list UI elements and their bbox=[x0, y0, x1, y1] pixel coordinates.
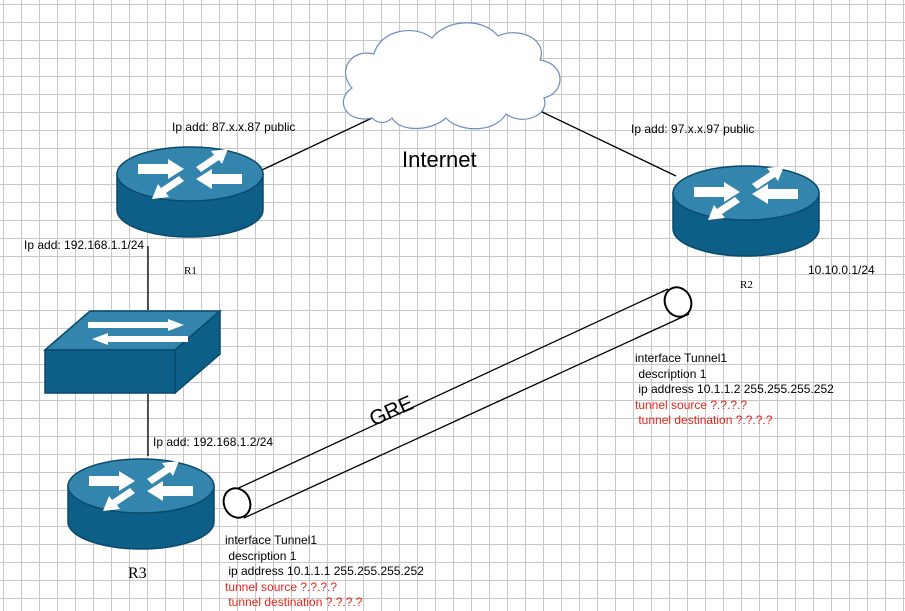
r3-config-line: description 1 bbox=[225, 548, 297, 563]
r2-config-line: ip address 10.1.1.2 255.255.255.252 bbox=[635, 382, 834, 396]
r3-config-line-destination: tunnel destination ?.?.?.? bbox=[225, 595, 363, 609]
r1-name-label: R1 bbox=[184, 265, 197, 277]
switch-icon bbox=[42, 309, 223, 395]
router-r1-icon bbox=[116, 146, 264, 238]
r1-lan-ip-label: Ip add: 192.168.1.1/24 bbox=[24, 238, 145, 252]
internet-label: Internet bbox=[402, 147, 477, 172]
r2-config-line: description 1 bbox=[635, 366, 707, 381]
tunnel-pipe-icon bbox=[222, 286, 693, 519]
r3-config-line: ip address 10.1.1.1 255.255.255.252 bbox=[225, 564, 424, 578]
r3-lan-ip-label: Ip add: 192.168.1.2/24 bbox=[153, 435, 274, 449]
r2-public-ip-label: Ip add: 97.x.x.97 public bbox=[631, 122, 755, 136]
cloud-icon bbox=[342, 22, 561, 130]
router-r2-icon bbox=[672, 165, 820, 257]
r2-lan-ip-label: 10.10.0.1/24 bbox=[808, 263, 875, 277]
r2-tunnel-config: interface Tunnel1 description 1 ip addre… bbox=[635, 351, 834, 429]
link-internet-r2 bbox=[537, 109, 677, 177]
r3-config-line-source: tunnel source ?.?.?.? bbox=[225, 579, 338, 594]
r3-config-line: interface Tunnel1 bbox=[225, 533, 318, 547]
r3-tunnel-config: interface Tunnel1 description 1 ip addre… bbox=[225, 533, 424, 611]
r2-config-line-source: tunnel source ?.?.?.? bbox=[635, 397, 748, 412]
r2-config-line: interface Tunnel1 bbox=[635, 351, 728, 365]
r1-public-ip-label: Ip add: 87.x.x.87 public bbox=[172, 120, 296, 134]
link-lines bbox=[147, 109, 677, 456]
r2-name-label: R2 bbox=[740, 279, 753, 291]
link-r1-internet bbox=[261, 117, 373, 171]
router-r3-icon bbox=[67, 458, 215, 550]
r3-name-label: R3 bbox=[128, 565, 147, 582]
r2-config-line-destination: tunnel destination ?.?.?.? bbox=[635, 413, 773, 427]
